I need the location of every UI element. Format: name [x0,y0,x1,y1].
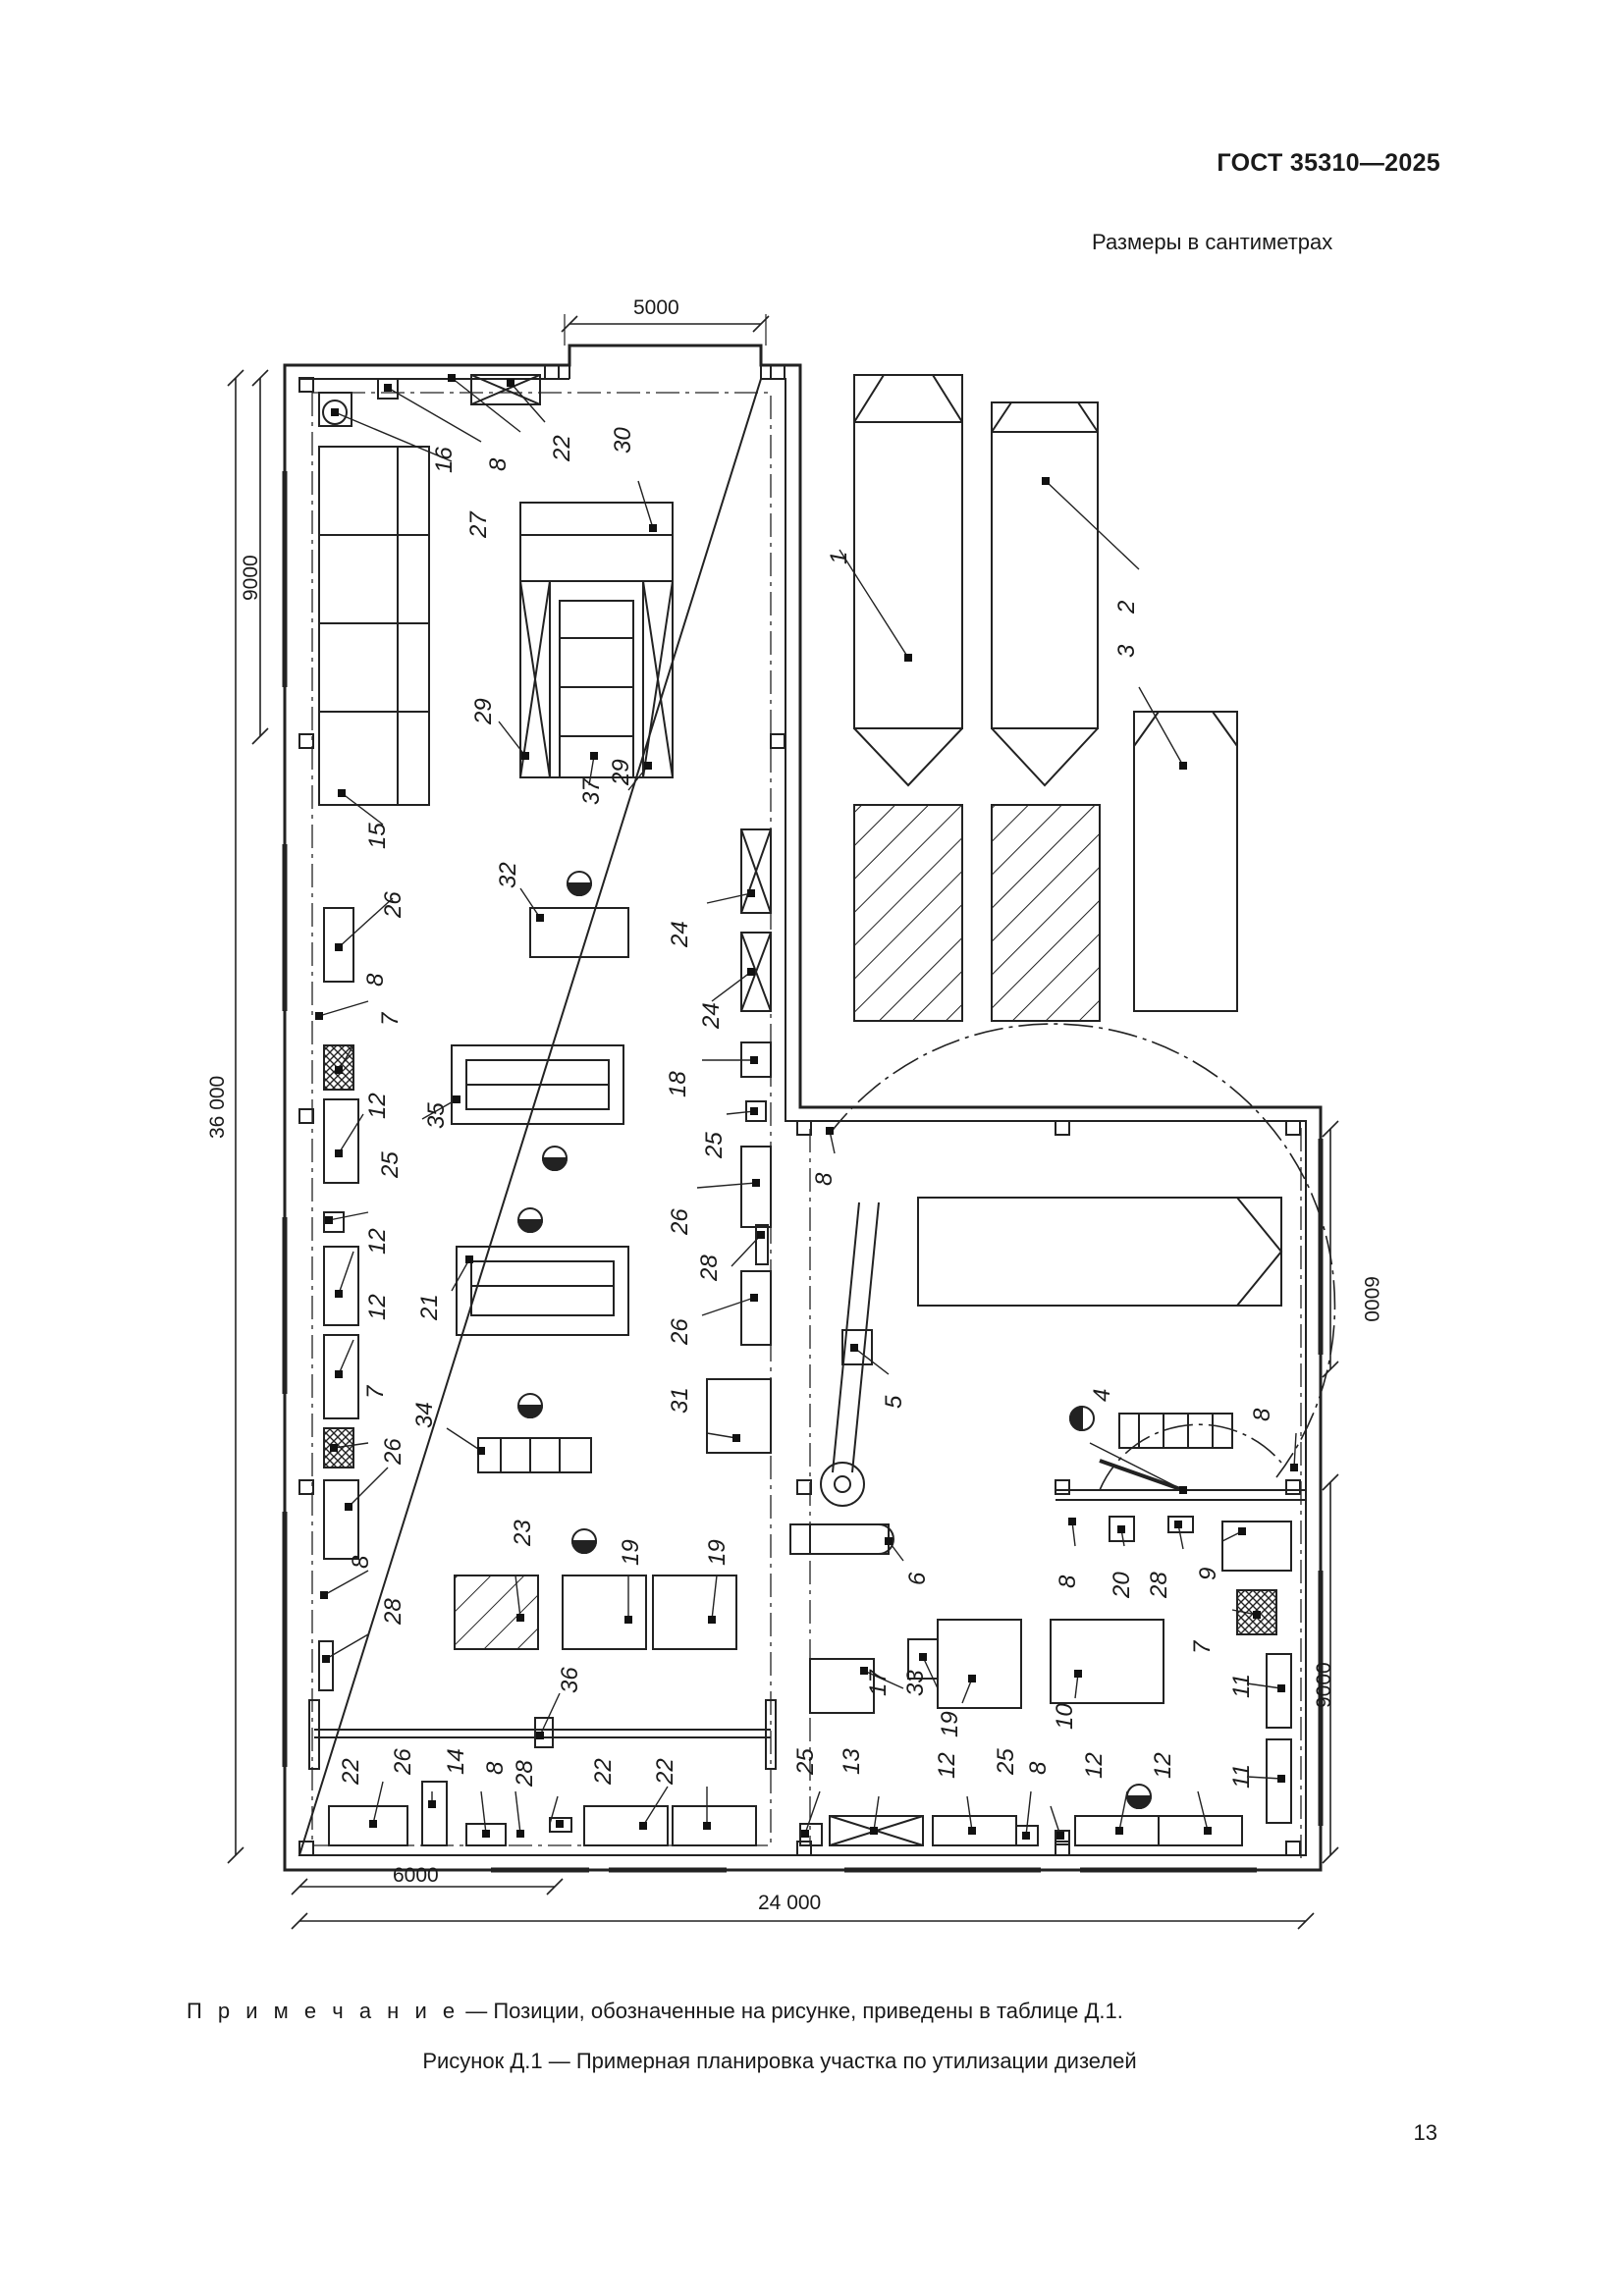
label-7b: 7 [362,1384,389,1399]
page-number: 13 [1413,2120,1437,2145]
inner-wall [298,378,1307,1856]
label-25c: 25 [792,1748,819,1776]
label-26d: 26 [380,1438,406,1466]
dim-right-upper: 6000 [1360,1276,1382,1322]
label-8g: 8 [1055,1575,1081,1588]
label-12a: 12 [364,1093,391,1119]
label-29b: 29 [608,759,634,786]
units-note: Размеры в сантиметрах [1092,230,1333,254]
label-8d: 8 [482,1761,509,1775]
label-8e: 8 [811,1172,838,1186]
label-12c: 12 [364,1294,391,1320]
label-11b: 11 [1228,1764,1255,1789]
label-18: 18 [665,1071,691,1097]
label-36: 36 [557,1667,583,1693]
label-11a: 11 [1228,1674,1255,1698]
label-4: 4 [1089,1389,1115,1402]
label-28a: 28 [696,1255,723,1282]
dim-top-opening: 5000 [633,296,679,319]
dim-bottom-overall: 24 000 [758,1892,821,1914]
label-12d: 12 [934,1752,960,1779]
label-8a: 8 [485,457,512,471]
label-20: 20 [1109,1572,1135,1599]
figure-caption: Рисунок Д.1 — Примерная планировка участ… [422,2049,1137,2073]
label-29a: 29 [470,698,497,725]
label-35: 35 [423,1102,450,1129]
label-1: 1 [826,552,852,564]
document-header: ГОСТ 35310—2025 [1217,149,1440,177]
label-24a: 24 [667,921,693,948]
label-26a: 26 [380,891,406,919]
label-12f: 12 [1150,1752,1176,1779]
label-5: 5 [881,1395,907,1409]
label-25b: 25 [701,1132,728,1159]
dim-left-upper: 9000 [240,555,262,601]
label-26b: 26 [667,1208,693,1236]
note-label: П р и м е ч а н и е [187,1999,460,2023]
label-8f: 8 [1249,1408,1275,1421]
label-26c: 26 [667,1318,693,1346]
label-31: 31 [667,1387,693,1414]
label-12b: 12 [364,1228,391,1255]
label-34: 34 [411,1402,438,1428]
label-21: 21 [416,1294,443,1321]
label-25d: 25 [993,1748,1019,1776]
label-10: 10 [1052,1703,1078,1730]
label-23: 23 [510,1520,536,1547]
label-28b: 28 [380,1598,406,1626]
label-25a: 25 [377,1151,404,1179]
label-14: 14 [443,1748,469,1775]
label-9: 9 [1195,1568,1221,1580]
dash-line [311,392,772,1846]
dim-bottom-left: 6000 [393,1864,439,1887]
label-33: 33 [902,1670,929,1696]
label-19b: 19 [704,1539,731,1566]
label-19a: 19 [618,1539,644,1566]
label-7a: 7 [377,1011,404,1026]
label-12e: 12 [1081,1752,1108,1779]
label-22d: 22 [652,1758,678,1786]
label-7c: 7 [1189,1639,1216,1654]
figure-note: П р и м е ч а н и е — Позиции, обозначен… [187,1999,1123,2024]
label-19c: 19 [937,1711,963,1737]
label-27: 27 [465,510,492,539]
label-30: 30 [610,427,636,454]
label-28d: 28 [1146,1572,1172,1599]
dim-overall-height: 36 000 [206,1076,229,1139]
label-2: 2 [1113,601,1140,614]
label-22a: 22 [549,435,575,462]
label-6: 6 [904,1572,931,1585]
label-3: 3 [1113,644,1140,658]
label-15: 15 [364,823,391,849]
label-28c: 28 [512,1760,538,1788]
label-8b: 8 [362,973,389,987]
label-16: 16 [431,447,458,473]
label-17: 17 [865,1669,892,1696]
label-8h: 8 [1025,1761,1052,1775]
label-32: 32 [495,862,521,888]
label-37: 37 [578,777,605,805]
label-22b: 22 [338,1758,364,1786]
label-26e: 26 [390,1748,416,1776]
label-13: 13 [839,1748,865,1775]
label-22c: 22 [590,1758,617,1786]
note-text: — Позиции, обозначенные на рисунке, прив… [460,1999,1123,2023]
label-24b: 24 [698,1002,725,1030]
label-8c: 8 [348,1555,374,1569]
dim-right-lower: 9000 [1313,1662,1335,1708]
